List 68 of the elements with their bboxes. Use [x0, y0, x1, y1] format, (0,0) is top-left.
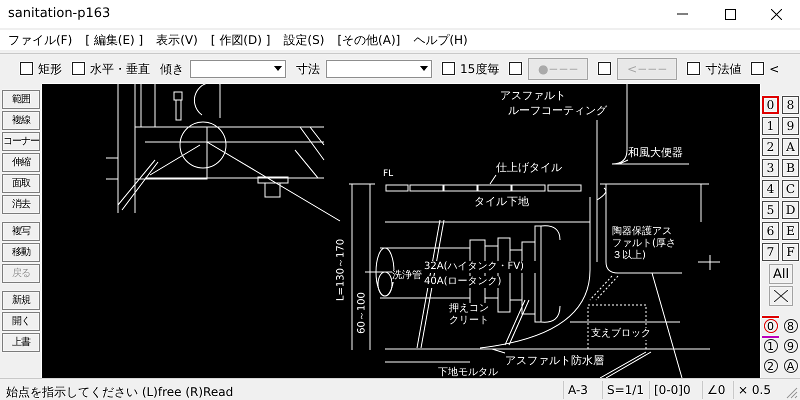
layer-button: 3: [762, 159, 779, 177]
layer-button: 8: [782, 96, 799, 114]
drawing-label: 陶器保護アスファルト(厚さ３以上): [612, 226, 676, 262]
layer-button: 2: [762, 138, 779, 156]
leader-line: [596, 120, 598, 186]
checkbox-label: 矩形: [38, 60, 62, 78]
command-button: 伸縮: [2, 153, 40, 172]
leader-line: [492, 348, 506, 354]
command-button: 新規: [2, 291, 40, 310]
status-field: S=1/1: [602, 381, 646, 399]
menu-item: 表示(V): [156, 32, 198, 49]
drawing-label: 洗浄管: [392, 270, 423, 282]
menu-item: ファイル(F): [8, 32, 72, 49]
layer-button: D: [782, 201, 799, 219]
layer-group-button: 9: [782, 336, 799, 354]
dimension-label: 60～100: [356, 292, 368, 334]
layer-button: 9: [782, 117, 799, 135]
layer-button: A: [782, 138, 799, 156]
command-button: コーナー: [2, 132, 40, 151]
layer-button: 4: [762, 180, 779, 198]
layer-button: F: [782, 243, 799, 261]
layer-button: 5: [762, 201, 779, 219]
status-field: × 0.5: [733, 381, 771, 399]
menu-item: ヘルプ(H): [413, 32, 468, 49]
layer-all-button: All: [769, 264, 793, 284]
command-button: 上書: [2, 333, 40, 352]
menu-item: [ 編集(E) ]: [85, 32, 144, 49]
layer-button: E: [782, 222, 799, 240]
command-button: 複線: [2, 111, 40, 130]
leader-line: [618, 160, 628, 164]
layer-button: B: [782, 159, 799, 177]
checkbox-label: 寸法値: [705, 60, 742, 78]
menu-item: [ 作図(D) ]: [210, 32, 270, 49]
layer-button: 1: [762, 117, 779, 135]
layer-button: 7: [762, 243, 779, 261]
toolbar-button: <−−−: [617, 58, 678, 80]
checkbox-label: 15度毎: [460, 60, 500, 78]
drawing-label: 32A(ハイタンク・FV): [424, 261, 536, 273]
menu-item: [その他(A)]: [337, 32, 400, 49]
status-field: ∠0: [702, 381, 730, 399]
toolbar-label: 傾き: [160, 60, 184, 78]
callout-text: アスファルト防水層: [505, 353, 605, 368]
layer-group-button: A: [782, 356, 799, 374]
layer-group-button: 1: [762, 336, 779, 354]
checkbox-label: 水平・垂直: [90, 60, 150, 78]
command-button: 移動: [2, 243, 40, 262]
command-button: 開く: [2, 312, 40, 331]
status-field: A-3: [563, 381, 599, 399]
command-button: 戻る: [2, 264, 40, 283]
window-title: sanitation-p163: [8, 5, 110, 24]
command-button: 範囲: [2, 90, 40, 109]
dimension-label: L=130～170: [336, 238, 346, 302]
status-field: [0-0]0: [649, 381, 699, 399]
layer-group-button: 8: [782, 316, 799, 334]
leader-line: [490, 174, 496, 184]
layer-group-button: 0: [762, 316, 779, 334]
layer-group-button: 2: [762, 356, 779, 374]
layer-button: 0: [762, 96, 779, 114]
command-button: 面取: [2, 174, 40, 193]
toolbar-label: 寸法: [296, 60, 320, 78]
command-button: 消去: [2, 195, 40, 214]
layer-button: 6: [762, 222, 779, 240]
layer-button: C: [782, 180, 799, 198]
toolbar-button: ●−−−: [528, 58, 588, 80]
menu-item: 設定(S): [283, 32, 324, 49]
status-message: 始点を指示してください (L)free (R)Read: [6, 384, 234, 400]
checkbox-label: <: [769, 60, 780, 78]
command-button: 複写: [2, 222, 40, 241]
